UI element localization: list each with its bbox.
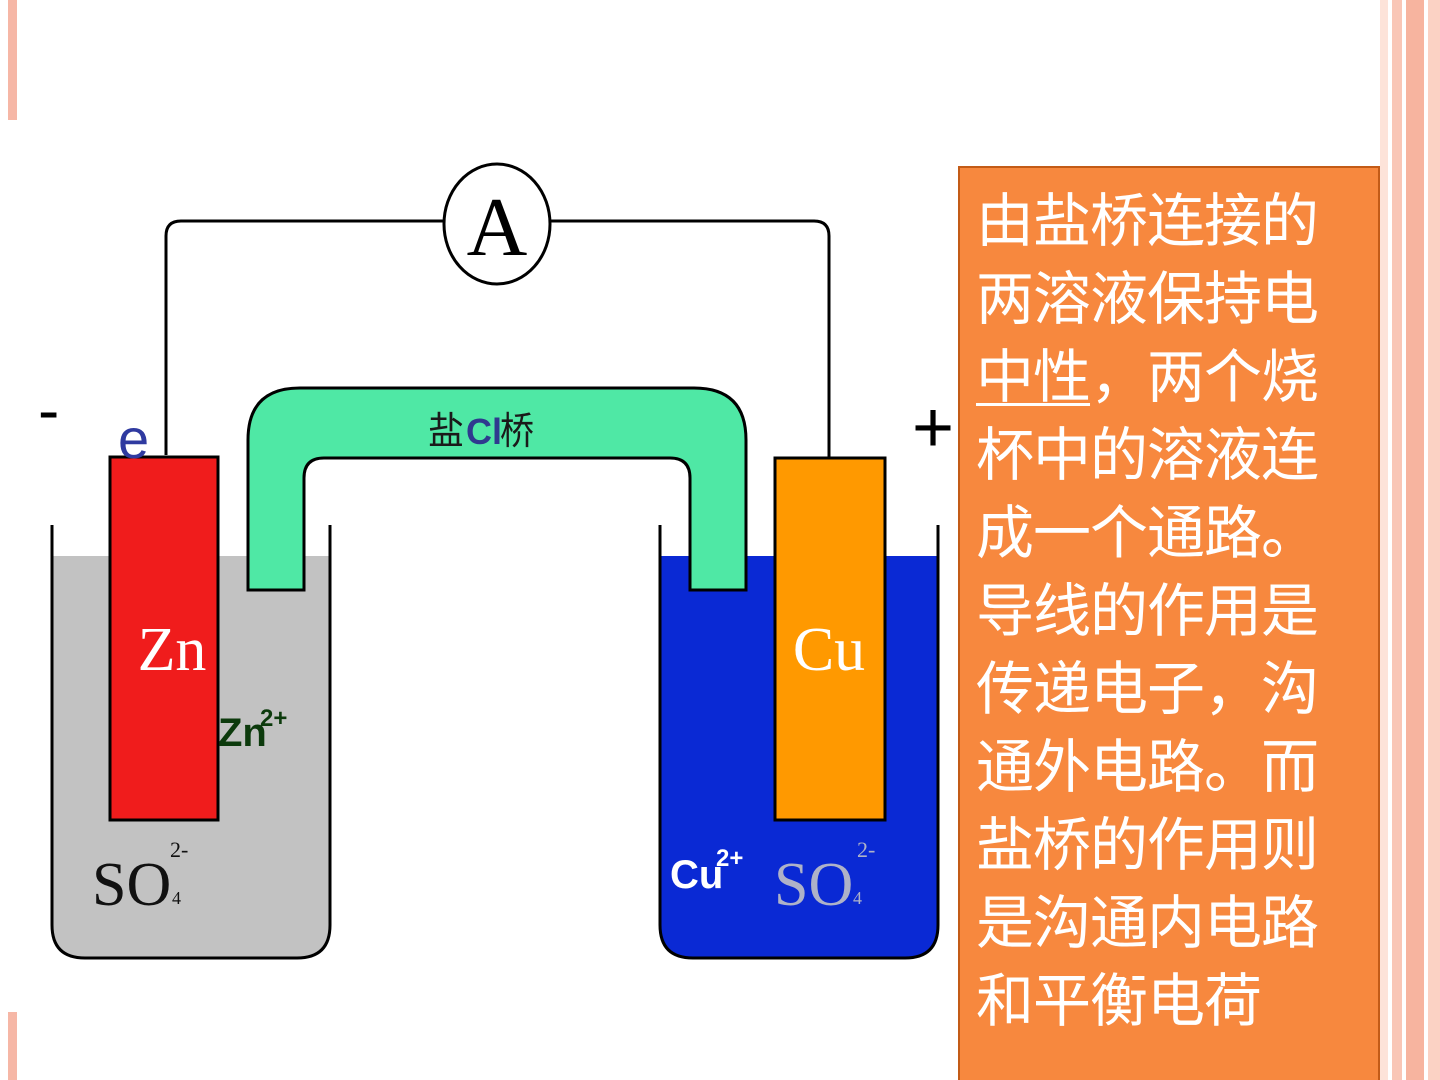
explanation-text-underlined: 中性: [976, 343, 1091, 411]
electron-label: e: [118, 407, 149, 470]
salt-bridge: [246, 386, 748, 592]
right-beaker: [658, 525, 940, 960]
left-sulfate-subscript: 4: [172, 888, 181, 908]
right-border-stripe: [1406, 0, 1424, 1080]
explanation-text-trailing: 。: [976, 1045, 1034, 1080]
left-beaker: [50, 525, 332, 960]
galvanic-cell-diagram: A 盐 Cl 桥 Zn Cu Zn 2+ SO 4 2- Cu 2+ SO 4 …: [38, 162, 954, 960]
explanation-text-box: 由盐桥连接的两溶液保持电中性，两个烧杯中的溶液连成一个通路。导线的作用是传递电子…: [958, 166, 1380, 1080]
ammeter-label: A: [467, 181, 528, 274]
right-border-stripe: [1392, 0, 1402, 1080]
right-sulfate-charge: 2-: [857, 837, 875, 862]
zn-ion-charge: 2+: [260, 705, 287, 732]
cu-electrode-label: Cu: [793, 616, 865, 684]
cu-ion-charge: 2+: [716, 845, 743, 872]
explanation-text-rest: ，两个烧杯中的溶液连成一个通路。导线的作用是传递电子，沟通外电路。而盐桥的作用则…: [976, 343, 1319, 1035]
left-top-accent-bar: [8, 0, 17, 120]
zn-electrode: [108, 455, 220, 822]
negative-pole-sign: -: [38, 374, 59, 446]
left-sulfate-label: SO: [92, 851, 171, 919]
salt-bridge-label: 盐: [428, 409, 464, 453]
salt-bridge-label: 桥: [500, 409, 534, 453]
zn-electrode-label: Zn: [138, 616, 207, 684]
left-sulfate-charge: 2-: [170, 837, 188, 862]
right-sulfate-label: SO: [774, 851, 853, 919]
explanation-text-start: 由盐桥连接的两溶液保持电: [976, 187, 1319, 333]
salt-bridge-chloride: Cl: [466, 411, 502, 452]
ammeter-circle: [442, 162, 552, 286]
cu-ion-label: Cu: [670, 853, 723, 897]
positive-pole-sign: +: [912, 388, 954, 468]
zn-ion-label: Zn: [218, 711, 267, 755]
right-sulfate-subscript: 4: [853, 888, 862, 908]
right-border-stripe: [1380, 0, 1388, 1080]
left-bottom-accent-bar: [8, 1012, 17, 1080]
explanation-text: 由盐桥连接的两溶液保持电中性，两个烧杯中的溶液连成一个通路。导线的作用是传递电子…: [976, 182, 1368, 1080]
cu-electrode: [773, 456, 887, 822]
right-border-stripe: [1428, 0, 1440, 1080]
